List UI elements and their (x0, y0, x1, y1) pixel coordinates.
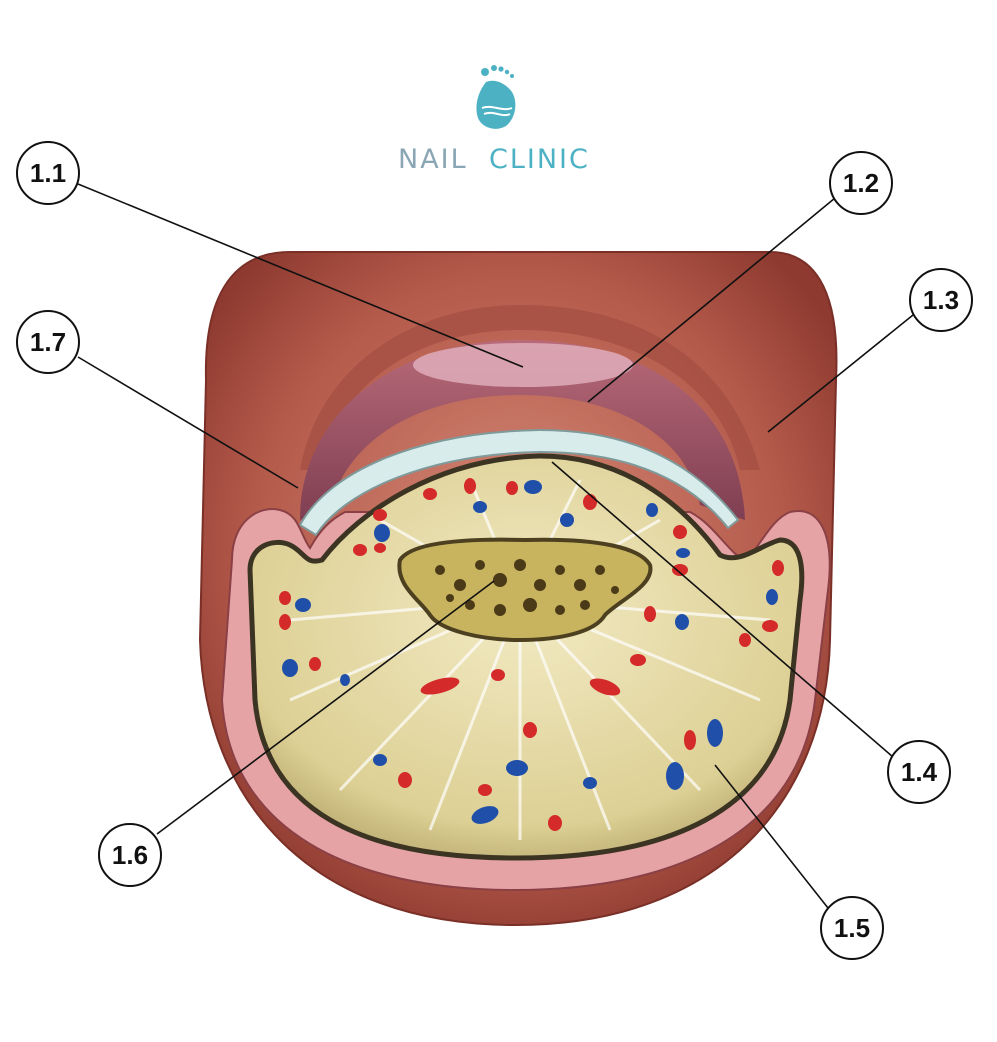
callout-label: 1.5 (834, 913, 870, 943)
callout-1-6: 1.6 (98, 823, 162, 887)
callout-label: 1.1 (30, 158, 66, 188)
veins (282, 480, 778, 824)
callout-1-4: 1.4 (887, 740, 951, 804)
distal-phalanx-bone (397, 537, 653, 643)
callout-1-5: 1.5 (820, 896, 884, 960)
lunula (413, 343, 633, 387)
callout-1-7: 1.7 (16, 310, 80, 374)
callout-label: 1.4 (901, 757, 938, 787)
dermis (247, 453, 805, 861)
callout-1-1: 1.1 (16, 141, 80, 205)
nail-clinic-logo: NAIL CLINIC (398, 65, 590, 175)
leader-1-3 (767, 314, 914, 433)
callout-label: 1.7 (30, 327, 66, 357)
callout-label: 1.6 (112, 840, 148, 870)
leader-1-6 (156, 580, 495, 835)
leader-1-2 (587, 197, 836, 403)
leader-1-1 (77, 183, 524, 368)
callout-1-3: 1.3 (909, 268, 973, 332)
nail-bed (300, 340, 745, 520)
nail-fold (300, 305, 760, 470)
logo-word-nail: NAIL (398, 144, 468, 175)
leader-1-5 (714, 764, 829, 909)
callout-label: 1.2 (843, 168, 879, 198)
nail-plate (298, 428, 740, 537)
callout-label: 1.3 (923, 285, 959, 315)
leader-1-4 (551, 461, 894, 758)
foot-icon (476, 65, 516, 129)
leader-lines (77, 183, 914, 909)
leader-1-7 (77, 356, 299, 489)
arteries (279, 478, 784, 831)
logo-word-clinic: CLINIC (489, 144, 590, 175)
callout-1-2: 1.2 (829, 151, 893, 215)
